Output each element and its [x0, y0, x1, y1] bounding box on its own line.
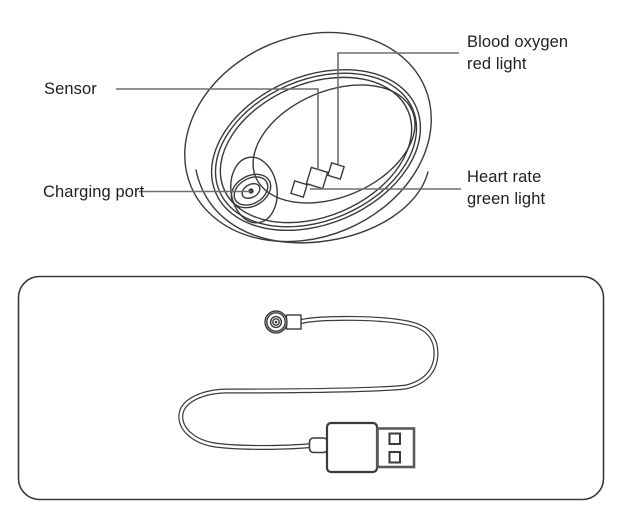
magnetic-connector-ring-4 — [272, 318, 280, 326]
magnetic-connector-center-dot — [274, 320, 278, 324]
sensor-array-drawing — [290, 162, 345, 198]
cable-cord-fill — [179, 317, 438, 449]
charging-port-ring-mid — [233, 176, 269, 206]
charging-port-ring-inner — [241, 182, 261, 200]
sensor-square-right — [327, 162, 345, 180]
sensor-square-middle — [305, 166, 329, 190]
ring-face-edge-outer — [210, 68, 422, 232]
smart-ring-illustration — [184, 31, 432, 244]
charging-cable-illustration — [178, 310, 439, 474]
sensor-leader-line — [116, 88, 319, 170]
cable-cord — [178, 315, 439, 450]
usb-shield-hole-top — [388, 432, 401, 445]
label-sensor: Sensor — [44, 78, 97, 100]
charging-port-ring-outer — [230, 173, 272, 209]
charging-port-drawing — [230, 156, 278, 224]
ring-outer-wall-edge — [195, 169, 429, 244]
label-heart-rate: Heart rate green light — [467, 166, 545, 210]
blood-oxygen-label-line1: Blood oxygen — [467, 33, 569, 51]
accessory-box-outline — [17, 275, 605, 501]
charging-port-label-text: Charging port — [43, 183, 145, 201]
magnetic-connector-drawing — [264, 310, 302, 334]
ring-outer-silhouette — [184, 31, 432, 243]
magnetic-connector-ring-3 — [269, 315, 283, 329]
label-charging-port: Charging port — [43, 181, 144, 203]
sensor-label-text: Sensor — [44, 80, 97, 98]
magnetic-connector-ring-2 — [266, 312, 286, 332]
sensor-square-left — [290, 180, 308, 198]
blood-oxygen-label-line2: red light — [467, 55, 527, 73]
heart-rate-label-line2: green light — [467, 190, 546, 208]
label-blood-oxygen: Blood oxygen red light — [467, 31, 568, 75]
blood-oxygen-leader-line — [337, 52, 459, 164]
heart-rate-label-line1: Heart rate — [467, 168, 542, 186]
usb-connector-drawing — [308, 421, 416, 474]
usb-shield-hole-bottom — [388, 451, 401, 464]
callout-leader-lines — [116, 52, 461, 193]
